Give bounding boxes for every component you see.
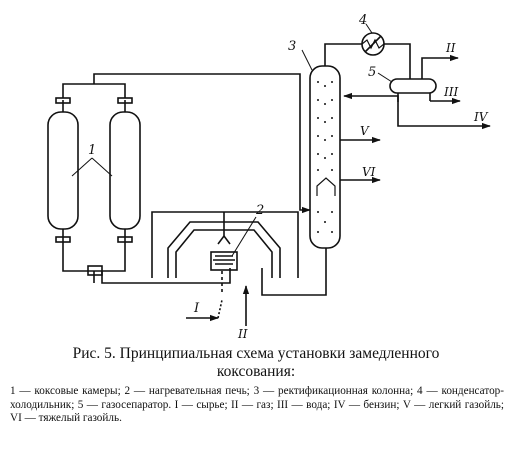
condenser-cooler-icon — [361, 32, 385, 56]
heater-furnace-icon — [151, 211, 299, 278]
overhead-vapor-line — [324, 43, 362, 54]
column-inlet-icon — [316, 177, 336, 196]
vapor-to-column-line — [93, 73, 311, 214]
label-stream-VI: VI — [362, 165, 376, 179]
label-column-number: 3 — [288, 39, 296, 54]
label-chambers-number: 1 — [88, 143, 96, 158]
label-stream-II-top: II — [445, 41, 456, 55]
label-stream-III: III — [443, 85, 458, 99]
gas-separator-icon — [389, 78, 437, 102]
label-furnace-number: 2 — [255, 203, 264, 218]
label-stream-I: I — [193, 301, 200, 316]
gasoline-outlet-IV-line — [397, 102, 491, 130]
reflux-line — [343, 92, 399, 102]
chamber-vapor-line — [62, 83, 126, 98]
figure-legend: 1 — коксовые камеры; 2 — нагревательная … — [10, 385, 504, 425]
column-bottoms-to-heater — [261, 248, 327, 296]
condenser-outlet-line — [384, 43, 411, 79]
caption-title-line-1: Рис. 5. Принципиальная схема установки з… — [72, 345, 440, 362]
column-trays — [317, 81, 333, 233]
label-stream-IV: IV — [473, 110, 489, 124]
process-flow-diagram: 1 2 3 4 5 I II II III IV V VI — [47, 13, 491, 340]
coke-chamber-left-icon — [47, 97, 79, 243]
label-condenser-number: 4 — [358, 13, 367, 28]
label-stream-V: V — [360, 124, 370, 138]
gas-outlet-II-line — [421, 54, 459, 79]
heater-outlet-line — [101, 268, 231, 284]
label-stream-II-bottom: II — [237, 327, 248, 340]
rectification-column-icon — [309, 54, 341, 249]
coke-chamber-right-icon — [109, 97, 141, 243]
switch-valve-icon — [87, 265, 103, 276]
label-separator-number: 5 — [368, 65, 376, 80]
caption-title-line-2: коксования: — [216, 363, 296, 380]
figure-caption-title: Рис. 5. Принципиальная схема установки з… — [0, 345, 512, 381]
